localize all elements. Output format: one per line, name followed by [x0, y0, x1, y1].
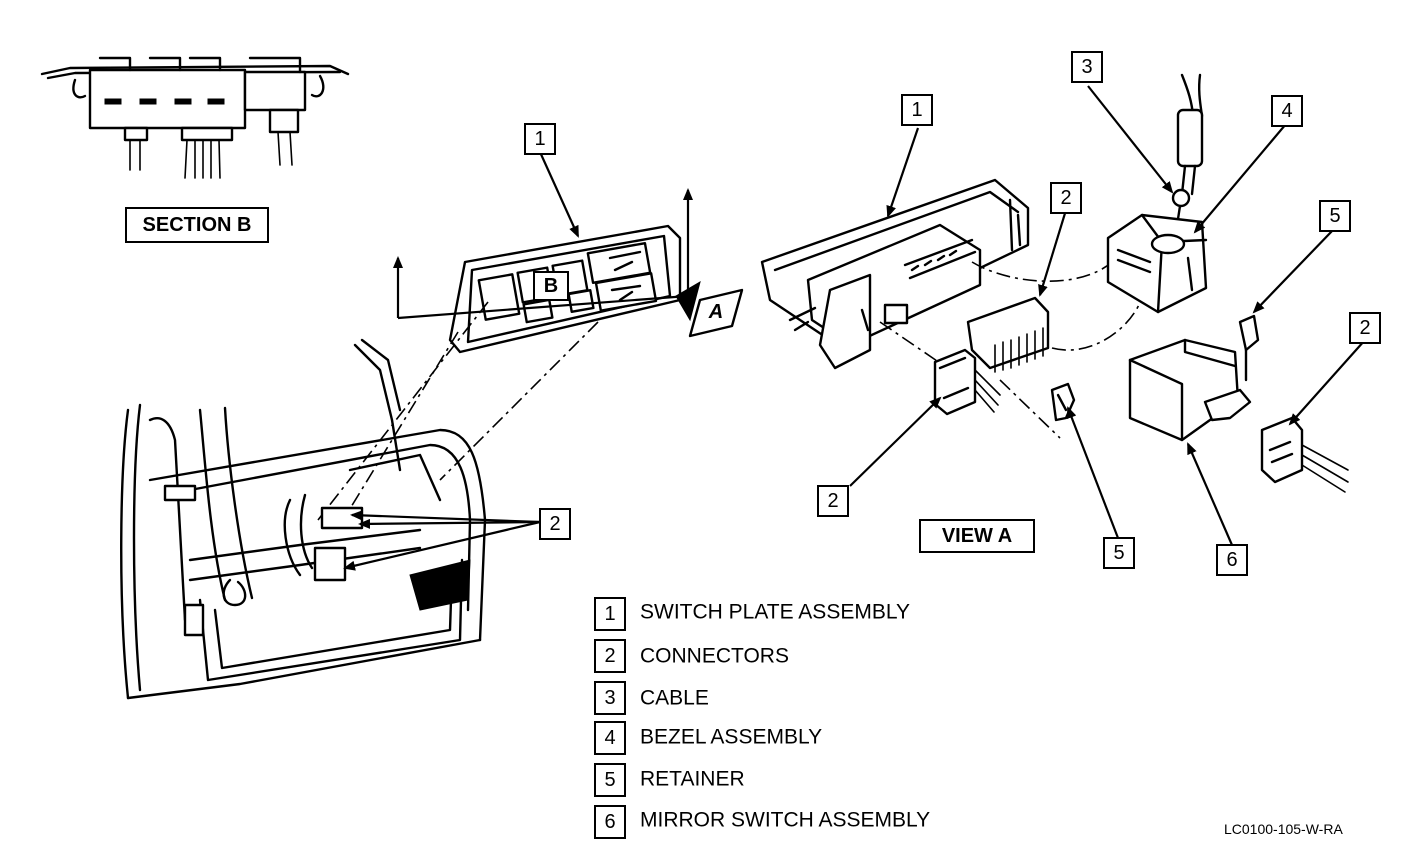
view-a-switch-plate: [760, 178, 1030, 370]
legend-item: 4 BEZEL ASSEMBLY: [594, 721, 822, 755]
right-connector: [1260, 416, 1349, 493]
section-b-label-box: [125, 207, 269, 243]
svg-text:1: 1: [911, 99, 922, 121]
svg-text:5: 5: [604, 769, 615, 791]
svg-text:RETAINER: RETAINER: [640, 768, 745, 791]
svg-text:3: 3: [604, 687, 615, 709]
legend-item: 1 SWITCH PLATE ASSEMBLY: [594, 597, 910, 631]
svg-text:MIRROR SWITCH ASSEMBLY: MIRROR SWITCH ASSEMBLY: [640, 809, 930, 832]
svg-text:2: 2: [604, 645, 615, 667]
callout-main-2: 2: [539, 508, 571, 540]
svg-text:5: 5: [1113, 542, 1124, 564]
callout-view-a-5-bottom: 5: [1103, 537, 1135, 569]
callout-view-a-2-bottom: 2: [817, 485, 849, 517]
section-line: [397, 294, 689, 320]
svg-text:3: 3: [1081, 56, 1092, 78]
ribbon-connector: [966, 296, 1050, 373]
svg-text:1: 1: [534, 128, 545, 150]
svg-text:4: 4: [1281, 100, 1292, 122]
marker-a-box: [688, 288, 744, 338]
callout-main-1: 1: [524, 123, 556, 155]
view-a-label-box: [919, 519, 1035, 553]
callout-view-a-1: 1: [901, 94, 933, 126]
svg-text:4: 4: [604, 727, 615, 749]
svg-text:2: 2: [1060, 187, 1071, 209]
section-b-label: SECTION B: [143, 214, 252, 236]
svg-text:BEZEL ASSEMBLY: BEZEL ASSEMBLY: [640, 726, 822, 749]
svg-text:6: 6: [604, 811, 615, 833]
legend-item: 5 RETAINER: [594, 763, 745, 797]
marker-a-label: A: [708, 301, 723, 323]
callout-view-a-6: 6: [1216, 544, 1248, 576]
marker-b-box: [533, 271, 569, 301]
svg-text:CONNECTORS: CONNECTORS: [640, 645, 789, 668]
legend-item: 6 MIRROR SWITCH ASSEMBLY: [594, 805, 930, 839]
cable-and-bezel: [1106, 73, 1208, 314]
callout-view-a-2-right: 2: [1349, 312, 1381, 344]
legend-item: 2 CONNECTORS: [594, 639, 789, 673]
svg-text:2: 2: [549, 513, 560, 535]
svg-text:2: 2: [1359, 317, 1370, 339]
mirror-switch-part: [1128, 314, 1260, 442]
svg-text:SWITCH PLATE ASSEMBLY: SWITCH PLATE ASSEMBLY: [640, 601, 910, 624]
callout-view-a-3: 3: [1071, 51, 1103, 83]
view-a-label: VIEW A: [942, 525, 1012, 547]
svg-text:5: 5: [1329, 205, 1340, 227]
callout-view-a-5-top: 5: [1319, 200, 1351, 232]
legend: 1 SWITCH PLATE ASSEMBLY 2 CONNECTORS 3 C…: [594, 597, 930, 839]
view-a-arrow: [675, 280, 701, 322]
legend-item: 3 CABLE: [594, 681, 709, 715]
marker-b-label: B: [544, 275, 558, 297]
callout-view-a-4: 4: [1271, 95, 1303, 127]
door-illustration: [120, 338, 487, 700]
small-connector: [933, 348, 1001, 416]
svg-text:CABLE: CABLE: [640, 687, 709, 710]
section-b-illustration: [40, 56, 350, 179]
svg-text:2: 2: [827, 490, 838, 512]
svg-text:6: 6: [1226, 549, 1237, 571]
reference-code: LC0100-105-W-RA: [1224, 821, 1343, 837]
svg-text:1: 1: [604, 603, 615, 625]
callout-view-a-2-top: 2: [1050, 182, 1082, 214]
